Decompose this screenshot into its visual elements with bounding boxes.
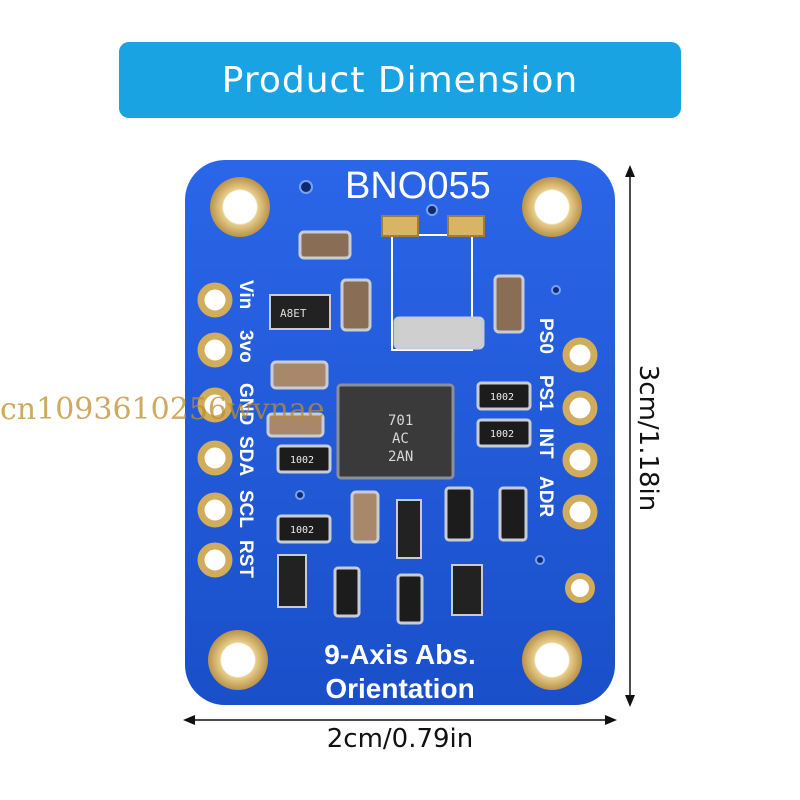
top-pads: [381, 215, 485, 237]
pin-label-scl: SCL: [235, 490, 256, 528]
ic-text-line2: AC: [392, 431, 409, 447]
height-dimension-label: 3cm/1.18in: [633, 364, 663, 512]
resistor-label: 1002: [490, 429, 514, 440]
pin-label-ps0: PS0: [535, 318, 556, 354]
resistors: [276, 381, 532, 625]
right-header-pins: [562, 337, 598, 603]
pin-label-adr: ADR: [535, 476, 556, 517]
resistor-label: 1002: [490, 392, 514, 403]
chip-name: BNO055: [345, 165, 491, 207]
pin-label-vin: Vin: [235, 280, 256, 309]
left-header-pins: [197, 282, 233, 578]
width-dimension-line: [183, 715, 617, 725]
main-ic: [336, 383, 455, 480]
ic-markings: 701 AC 2AN: [388, 413, 413, 465]
smd-components: [266, 230, 525, 544]
regulator-label: A8ET: [280, 307, 307, 320]
board-subtitle-line1: 9-Axis Abs.: [324, 639, 475, 670]
pin-label-3vo: 3vo: [235, 330, 256, 363]
resistor-label: 1002: [290, 525, 314, 536]
left-pin-labels: Vin 3vo GND SDA SCL RST: [235, 280, 256, 578]
title-banner: Product Dimension: [119, 42, 681, 118]
mounting-holes: [208, 177, 582, 690]
board-subtitle-line2: Orientation: [325, 673, 474, 704]
silkscreen-outline: [391, 234, 473, 351]
watermark: cn1093610256wvnae: [0, 392, 325, 427]
resistor-label: 1002: [290, 455, 314, 466]
pin-label-sda: SDA: [235, 436, 256, 476]
pin-label-gnd: GND: [235, 383, 256, 425]
banner-title: Product Dimension: [221, 59, 579, 101]
width-dimension-label: 2cm/0.79in: [326, 724, 474, 754]
pin-label-ps1: PS1: [535, 375, 556, 411]
vias: [295, 180, 561, 565]
ic-text-line1: 701: [388, 413, 413, 429]
resistor-labels: 1002 1002 1002 1002: [290, 392, 514, 536]
height-dimension-line: [625, 165, 635, 707]
ic-text-line3: 2AN: [388, 449, 413, 465]
right-pin-labels: PS0 PS1 INT ADR: [535, 318, 556, 517]
pin-label-int: INT: [535, 428, 556, 459]
pin-label-rst: RST: [235, 540, 256, 578]
transistors: A8ET: [269, 294, 483, 616]
